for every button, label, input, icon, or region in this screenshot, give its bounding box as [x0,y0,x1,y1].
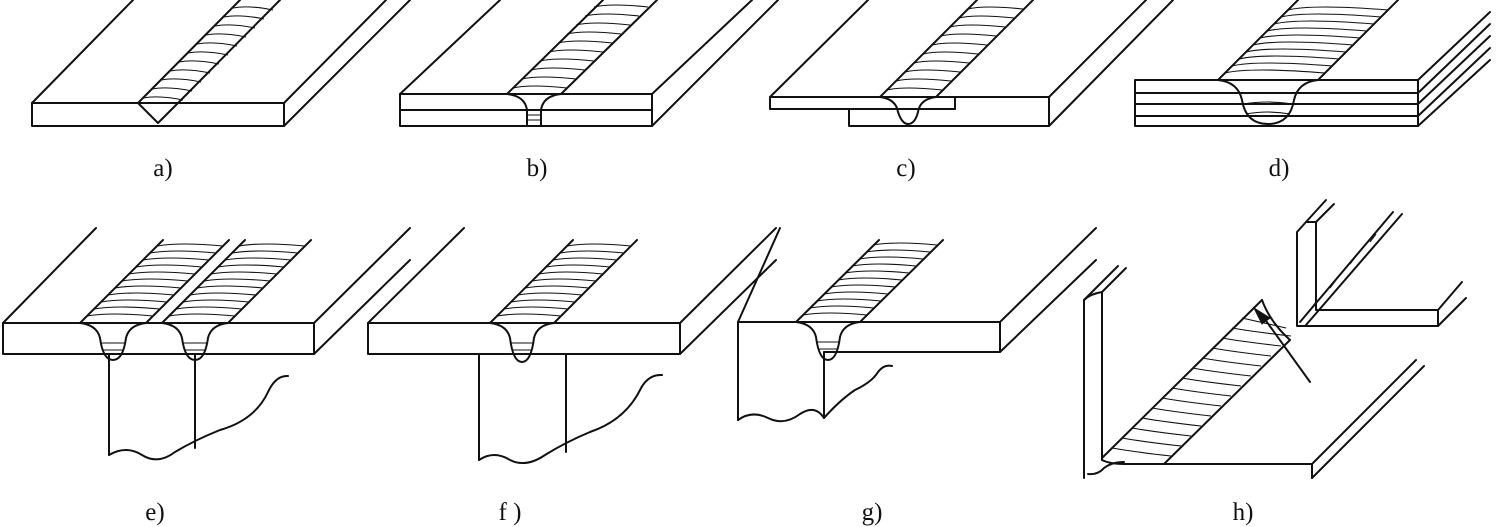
panel-d-multi-plate: d) [1134,0,1491,182]
detail-arrow-line [1263,317,1311,383]
label-g: g) [862,499,883,526]
panel-e-weld-ripples [86,243,306,351]
panel-a-butt-v-groove: a) [31,0,411,182]
panel-h-inset-detail [1296,199,1467,327]
label-e: e) [145,499,164,526]
label-f: f ) [499,499,522,526]
panel-h-fillet-corner: h) [1083,199,1467,526]
panel-g-corner-plug: g) [737,227,1097,526]
label-d: d) [1269,155,1290,182]
label-b: b) [527,155,548,182]
panel-c-weld-ripples [886,6,1024,91]
panel-b-butt-flange: b) [399,0,779,182]
panel-b-weld-ripples [512,4,649,89]
panel-a-weld-ripples [142,6,274,101]
panel-c-lap-joint: c) [769,0,1174,182]
label-c: c) [896,155,915,182]
detail-arrow-head [1252,306,1271,325]
panel-h-weld-ripples [1111,317,1292,457]
panel-e-double-plug: e) [2,227,411,526]
panel-f-weld-ripples [496,243,632,351]
panel-g-weld-ripples [802,242,938,350]
panel-f-t-plug: f ) [367,227,777,526]
label-h: h) [1233,499,1254,526]
panel-d-weld-ripples [1224,6,1389,115]
label-a: a) [153,155,172,182]
